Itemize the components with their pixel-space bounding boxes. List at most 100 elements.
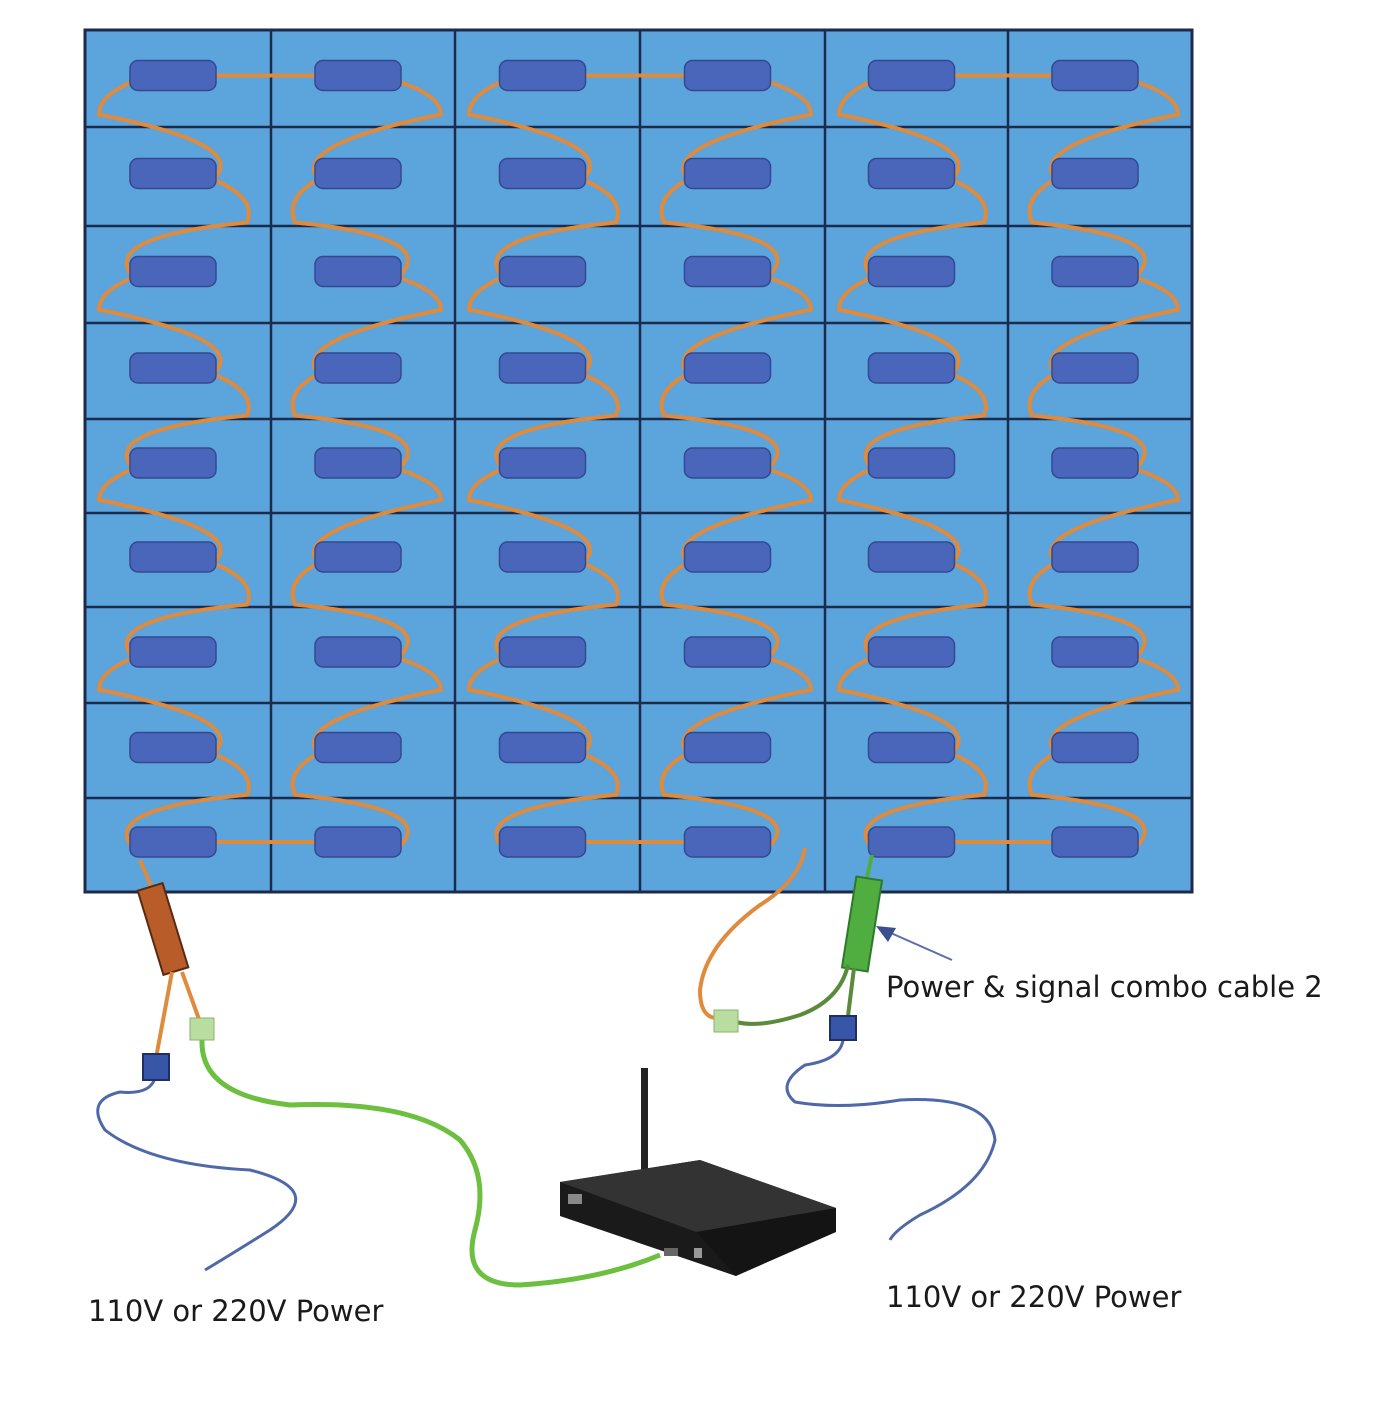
- receiving-card-module: [1051, 541, 1139, 573]
- receiving-card-module: [498, 541, 587, 573]
- receiving-card-module: [314, 826, 402, 858]
- receiving-card-module: [683, 447, 772, 479]
- power-cable-segment: [96, 275, 223, 376]
- receiving-card-module: [129, 255, 217, 288]
- signal-connector-right: [713, 1009, 739, 1033]
- power-cable-segment: [290, 561, 410, 660]
- receiving-card-module: [129, 541, 217, 573]
- power-cable-segment: [124, 177, 251, 279]
- signal-cable-left: [199, 1039, 661, 1288]
- power-split-1: [154, 971, 174, 1059]
- receiving-card-module: [314, 255, 402, 288]
- power-label-right: 110V or 220V Power: [886, 1280, 1182, 1314]
- receiving-card-module: [683, 255, 772, 288]
- receiving-card-module: [129, 636, 217, 668]
- receiving-card-module: [498, 826, 587, 858]
- receiving-card-module: [314, 352, 402, 384]
- power-cable-segment: [494, 177, 620, 279]
- receiving-card-module: [498, 352, 587, 384]
- receiving-card-module: [129, 731, 217, 764]
- power-cable-segment: [1027, 372, 1147, 471]
- receiving-card-module: [683, 541, 772, 573]
- power-cable-segment: [659, 561, 780, 660]
- receiving-card-module: [1051, 731, 1139, 764]
- power-cable-right-return: [697, 847, 807, 1021]
- receiving-cards: [129, 59, 1139, 858]
- power-cable-segment: [290, 372, 410, 471]
- power-cable-segment: [96, 656, 223, 755]
- power-cable-segment: [1027, 561, 1147, 660]
- power-cable-segment: [124, 372, 251, 471]
- combo-cable-label: Power & signal combo cable 2: [886, 970, 1323, 1004]
- power-cable-segment: [836, 467, 961, 565]
- receiving-card-module: [314, 636, 402, 668]
- receiving-card-module: [867, 541, 956, 573]
- combo-cable-1-sleeve: [136, 881, 190, 977]
- arrow-icon: [876, 926, 953, 961]
- power-cable-segment: [659, 751, 780, 850]
- power-cable-segment: [659, 372, 780, 471]
- power-cable-segment: [836, 79, 961, 181]
- receiving-card-module: [129, 826, 217, 858]
- receiving-card-module: [498, 447, 587, 479]
- receiving-card-module: [129, 447, 217, 479]
- receiving-card-module: [683, 826, 772, 858]
- power-label-left: 110V or 220V Power: [88, 1294, 384, 1328]
- receiving-card-module: [498, 731, 587, 764]
- receiving-card-module: [129, 352, 217, 384]
- receiving-card-module: [683, 59, 772, 92]
- receiving-card-module: [498, 255, 587, 288]
- power-split-2: [846, 967, 856, 1017]
- power-cable-segment: [863, 751, 988, 850]
- receiving-card-module: [1051, 157, 1139, 190]
- receiving-card-module: [498, 636, 587, 668]
- power-cable-segment: [1027, 751, 1147, 850]
- signal-split-1: [180, 971, 202, 1023]
- receiving-card-module: [867, 447, 956, 479]
- receiving-card-module: [867, 59, 956, 92]
- cabinet-grid: [85, 30, 1192, 892]
- receiving-card-module: [683, 731, 772, 764]
- power-cable-segment: [863, 372, 988, 471]
- power-cable-segment: [836, 656, 961, 755]
- receiving-card-module: [314, 59, 402, 92]
- receiving-card-module: [314, 731, 402, 764]
- receiving-card-module: [314, 541, 402, 573]
- receiving-card-module: [683, 352, 772, 384]
- power-cable-segment: [466, 79, 592, 181]
- receiving-card-module: [1051, 636, 1139, 668]
- receiving-card-module: [1051, 255, 1139, 288]
- power-cable-segment: [466, 467, 592, 565]
- led-wall: [83, 28, 1194, 894]
- power-cable-segment: [466, 656, 592, 755]
- power-cable-segment: [290, 177, 410, 279]
- power-cable-segment: [466, 275, 592, 376]
- receiving-card-module: [129, 59, 217, 92]
- receiving-card-module: [683, 157, 772, 190]
- power-cable-segment: [659, 177, 780, 279]
- power-cable-segment: [96, 467, 223, 565]
- receiving-card-module: [867, 352, 956, 384]
- signal-split-2: [735, 964, 850, 1026]
- receiving-card-module: [867, 157, 956, 190]
- power-cable-segment: [96, 79, 223, 181]
- receiving-card-module: [867, 255, 956, 288]
- receiving-card-module: [867, 826, 956, 858]
- power-cable-segment: [494, 372, 620, 471]
- receiving-card-module: [867, 636, 956, 668]
- signal-connector-left: [189, 1017, 215, 1041]
- power-cable-segment: [494, 561, 620, 660]
- media-player-box-icon: [560, 1068, 836, 1276]
- power-connector-left: [142, 1053, 170, 1081]
- power-cable-segment: [1027, 177, 1147, 279]
- receiving-card-module: [1051, 447, 1139, 479]
- receiving-card-module: [498, 59, 587, 92]
- receiving-card-module: [314, 447, 402, 479]
- receiving-card-module: [683, 636, 772, 668]
- power-cable-segment: [124, 751, 251, 850]
- receiving-card-module: [1051, 59, 1139, 92]
- receiving-card-module: [129, 157, 217, 190]
- receiving-card-module: [1051, 826, 1139, 858]
- power-connector-right: [829, 1015, 857, 1041]
